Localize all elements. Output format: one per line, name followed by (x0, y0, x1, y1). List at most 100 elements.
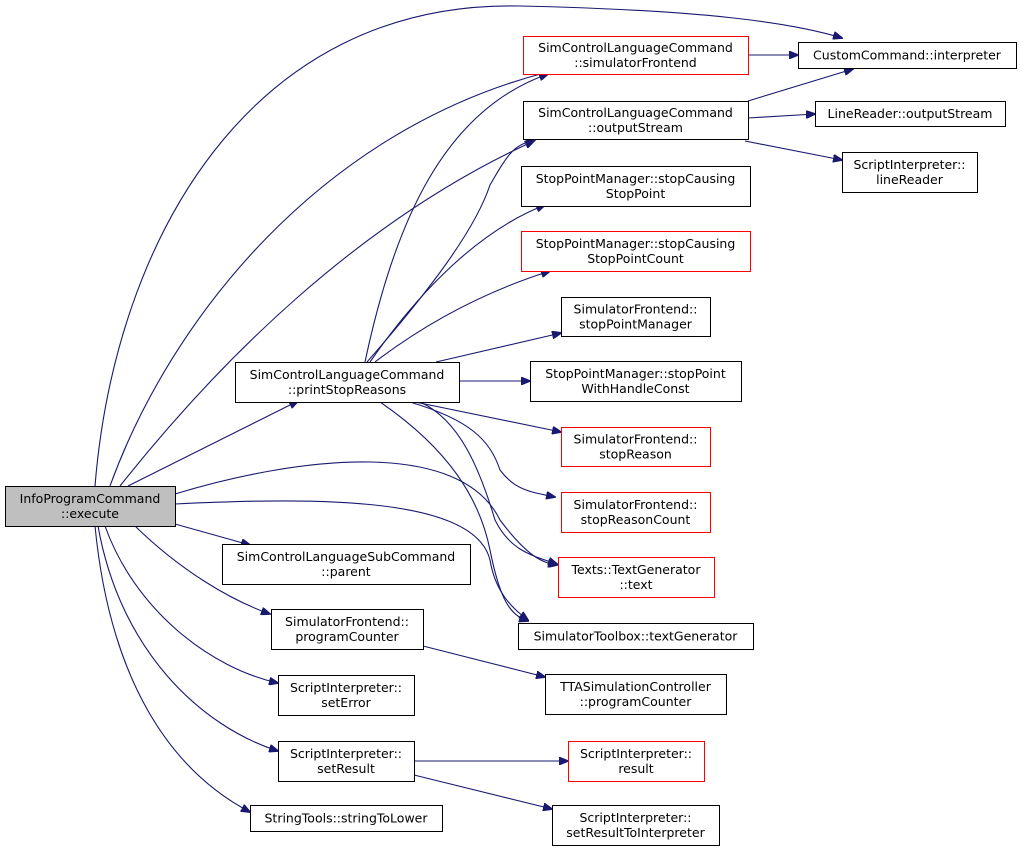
node-text[interactable]: Texts::TextGenerator::text (558, 557, 715, 598)
node-label-line: stopReasonCount (581, 512, 691, 527)
edge-execute-to-stringToLower (94, 525, 250, 812)
edge-outputStream-to-lr_outputStream (747, 114, 815, 119)
edge-execute-to-programCounter (134, 525, 270, 614)
edge-execute-to-interpreter (94, 5, 842, 487)
edge-printStopReasons-to-stopPointManager (435, 333, 561, 363)
node-textGenerator[interactable]: SimulatorToolbox::textGenerator (518, 623, 754, 650)
node-box (521, 231, 751, 272)
node-label-line: SimControlLanguageCommand (538, 105, 733, 120)
node-outputStream[interactable]: SimControlLanguageCommand::outputStream (523, 101, 749, 140)
node-label-line: SimulatorFrontend:: (574, 432, 698, 447)
node-label-line: WithHandleConst (581, 381, 689, 396)
edge-printStopReasons-to-stopReasonCount (409, 401, 555, 497)
edge-execute-to-setError (104, 525, 278, 683)
node-label-line: SimControlLanguageCommand (538, 40, 733, 55)
node-label-line: setResult (317, 761, 375, 776)
node-label-line: StopPointManager::stopCausing (536, 236, 736, 251)
edge-outputStream-to-interpreter (747, 69, 853, 102)
node-setResult[interactable]: ScriptInterpreter::setResult (278, 741, 415, 782)
node-label-line: ScriptInterpreter:: (290, 680, 402, 695)
node-label-line: StringTools::stringToLower (264, 811, 428, 826)
node-stopPointWithHandleConst[interactable]: StopPointManager::stopPointWithHandleCon… (530, 361, 742, 402)
node-box (278, 741, 415, 782)
edge-execute-to-parent (174, 523, 250, 545)
node-box (5, 486, 176, 527)
edge-execute-to-printStopReasons (127, 401, 298, 487)
node-label-line: SimulatorToolbox::textGenerator (534, 629, 739, 644)
node-label-line: LineReader::outputStream (828, 106, 993, 121)
node-execute[interactable]: InfoProgramCommand::execute (5, 486, 176, 527)
node-box (278, 675, 415, 716)
node-box (250, 805, 443, 832)
node-box (222, 544, 471, 585)
node-label-line: ::parent (321, 564, 370, 579)
node-stopCausingStopPointCount[interactable]: StopPointManager::stopCausingStopPointCo… (521, 231, 751, 272)
node-box (798, 42, 1017, 69)
node-box (545, 674, 727, 715)
node-lineReader[interactable]: ScriptInterpreter::lineReader (842, 152, 978, 193)
node-programCounter[interactable]: SimulatorFrontend::programCounter (271, 609, 424, 650)
node-label-line: setResultToInterpreter (566, 825, 705, 840)
edge-printStopReasons-to-text (419, 401, 557, 564)
node-label-line: SimulatorFrontend:: (574, 302, 698, 317)
node-label-line: lineReader (876, 172, 944, 187)
edge-printStopReasons-to-simulatorFrontend (364, 74, 548, 363)
node-label-line: CustomCommand::interpreter (813, 48, 1002, 63)
node-label-line: SimulatorFrontend:: (285, 614, 409, 629)
node-interpreter[interactable]: CustomCommand::interpreter (798, 42, 1017, 69)
node-label-line: ::execute (61, 506, 119, 521)
node-label-line: ScriptInterpreter:: (580, 746, 692, 761)
node-label-line: InfoProgramCommand (20, 491, 161, 506)
node-label-line: ::simulatorFrontend (574, 55, 697, 70)
edge-printStopReasons-to-outputStream (366, 140, 535, 363)
node-label-line: ScriptInterpreter:: (579, 810, 691, 825)
node-lr_outputStream[interactable]: LineReader::outputStream (815, 101, 1006, 127)
node-setResultToInterpreter[interactable]: ScriptInterpreter::setResultToInterprete… (552, 805, 720, 846)
edge-programCounter-to-tta_programCounter (422, 645, 545, 677)
node-stopPointManager[interactable]: SimulatorFrontend::stopPointManager (561, 297, 711, 337)
node-box (523, 101, 749, 140)
node-label-line: Texts::TextGenerator (571, 562, 702, 577)
node-label-line: ScriptInterpreter:: (290, 746, 402, 761)
node-setError[interactable]: ScriptInterpreter::setError (278, 675, 415, 716)
edge-outputStream-to-lineReader (744, 140, 842, 160)
edge-printStopReasons-to-stopCausingStopPointCount (374, 271, 550, 363)
node-label-line: StopPoint (606, 186, 666, 201)
node-label-line: StopPointCount (587, 251, 684, 266)
node-simulatorFrontend[interactable]: SimControlLanguageCommand::simulatorFron… (523, 36, 749, 75)
node-box (561, 297, 711, 337)
node-box (523, 36, 749, 75)
node-tta_programCounter[interactable]: TTASimulationController::programCounter (545, 674, 727, 715)
node-parent[interactable]: SimControlLanguageSubCommand::parent (222, 544, 471, 585)
node-label-line: StopPointManager::stopPoint (545, 366, 726, 381)
node-label-line: stopPointManager (579, 317, 693, 332)
edge-execute-to-textGenerator (174, 500, 528, 620)
node-printStopReasons[interactable]: SimControlLanguageCommand::printStopReas… (235, 362, 460, 403)
edges-layer (94, 5, 853, 812)
node-result[interactable]: ScriptInterpreter::result (568, 741, 705, 782)
node-label-line: SimControlLanguageCommand (250, 367, 445, 382)
node-label-line: SimControlLanguageSubCommand (237, 549, 456, 564)
node-label-line: ::printStopReasons (288, 382, 406, 397)
node-stringToLower[interactable]: StringTools::stringToLower (250, 805, 443, 832)
node-box (518, 623, 754, 650)
edge-execute-to-setResult (97, 525, 278, 751)
node-stopReasonCount[interactable]: SimulatorFrontend::stopReasonCount (561, 492, 711, 533)
node-label-line: setError (321, 695, 371, 710)
node-label-line: programCounter (295, 629, 399, 644)
node-box (552, 805, 720, 846)
node-label-line: TTASimulationController (559, 679, 712, 694)
node-stopReason[interactable]: SimulatorFrontend::stopReason (561, 427, 711, 467)
node-box (558, 557, 715, 598)
node-label-line: ::outputStream (588, 120, 683, 135)
node-box (815, 101, 1006, 127)
edge-printStopReasons-to-stopCausingStopPoint (369, 205, 545, 363)
node-label-line: result (618, 761, 653, 776)
node-box (521, 166, 751, 207)
node-box (530, 361, 742, 402)
node-label-line: SimulatorFrontend:: (574, 497, 698, 512)
node-label-line: StopPointManager::stopCausing (536, 171, 736, 186)
edge-printStopReasons-to-stopReason (414, 401, 561, 432)
edge-execute-to-simulatorFrontend (109, 72, 548, 487)
